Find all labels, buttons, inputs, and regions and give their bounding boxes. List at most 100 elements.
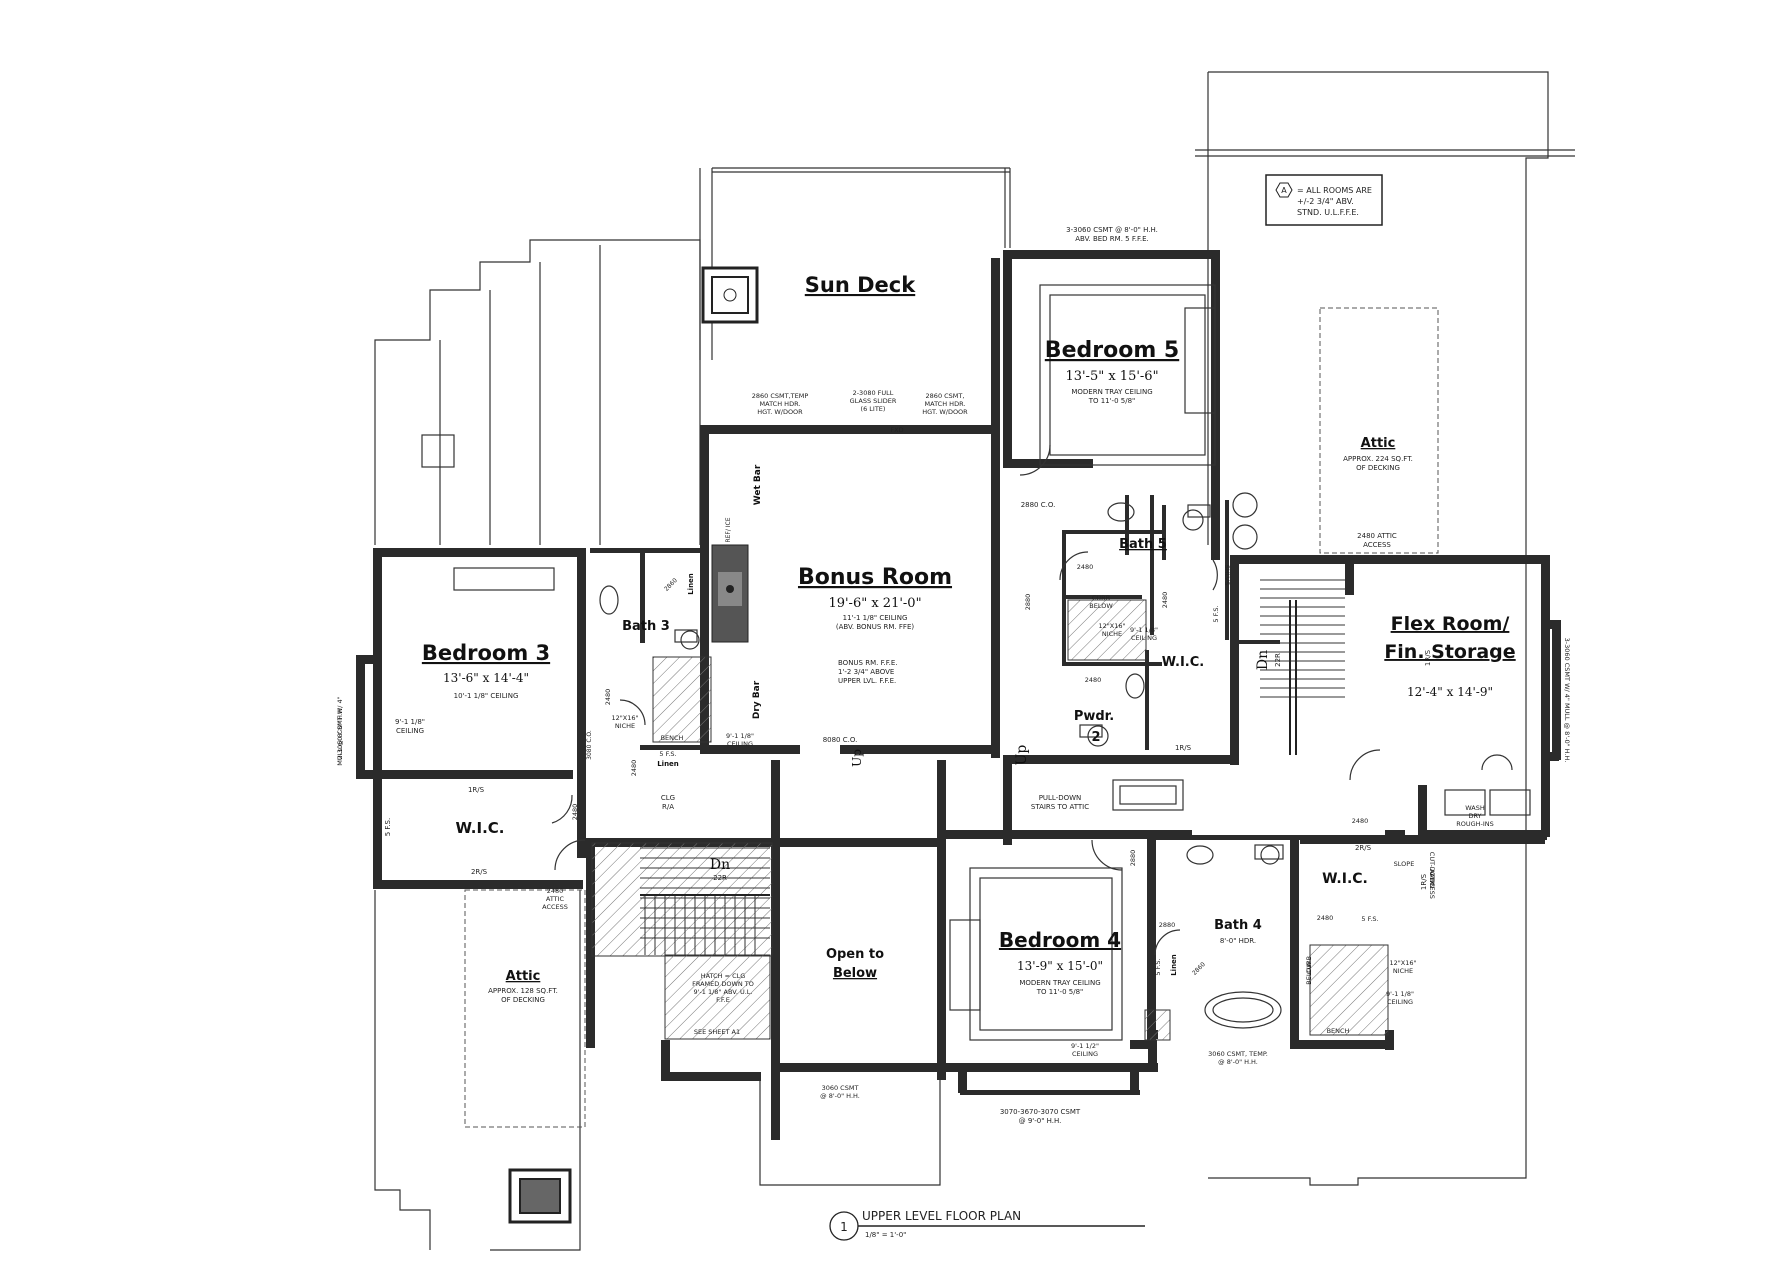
svg-text:FRAMED DOWN TO: FRAMED DOWN TO — [692, 980, 754, 988]
bedroom5-label: Bedroom 5 — [1045, 338, 1179, 363]
bonus-room-label: Bonus Room — [798, 565, 952, 590]
svg-text:2860: 2860 — [1191, 961, 1207, 977]
roof-outlines — [374, 71, 1575, 1251]
svg-text:5 F.S.: 5 F.S. — [1154, 958, 1162, 975]
svg-text:1R/S: 1R/S — [1175, 744, 1192, 752]
svg-text:2860: 2860 — [663, 577, 679, 593]
svg-text:CEILING: CEILING — [1131, 634, 1157, 642]
svg-text:Up: Up — [1014, 745, 1030, 766]
stair-hatch — [591, 599, 1389, 1041]
svg-text:ABV. BED RM. 5 F.F.E.: ABV. BED RM. 5 F.F.E. — [1075, 235, 1149, 243]
svg-text:BONUS RM. F.F.E.: BONUS RM. F.F.E. — [838, 659, 897, 667]
svg-text:2480: 2480 — [1085, 676, 1102, 684]
svg-text:UPPER LVL. F.F.E.: UPPER LVL. F.F.E. — [838, 677, 896, 685]
svg-text:2880 C.O.: 2880 C.O. — [1021, 501, 1056, 509]
svg-text:2880: 2880 — [1159, 921, 1176, 929]
svg-text:2480: 2480 — [630, 760, 638, 777]
svg-text:GLASS SLIDER: GLASS SLIDER — [850, 397, 897, 405]
bedroom3-dim: 13'-6" x 14'-4" — [443, 671, 529, 685]
svg-text:2R/S: 2R/S — [471, 868, 488, 876]
bath5-label: Bath 5 — [1119, 537, 1167, 552]
svg-text:12"X16": 12"X16" — [1099, 622, 1126, 630]
flex-room-dim: 12'-4" x 14'-9" — [1407, 685, 1493, 699]
svg-text:Wet Bar: Wet Bar — [753, 464, 763, 505]
svg-text:(ABV. BONUS RM. FFE): (ABV. BONUS RM. FFE) — [836, 623, 914, 631]
bath4-label: Bath 4 — [1214, 918, 1262, 933]
pwdr-number: 2 — [1091, 730, 1100, 745]
legend-line-1: = ALL ROOMS ARE — [1297, 186, 1372, 195]
flex-room-label-1: Flex Room/ — [1391, 613, 1510, 635]
svg-text:MULL @ 8'-0" H.H.: MULL @ 8'-0" H.H. — [336, 706, 344, 765]
svg-text:9'-1 1/2": 9'-1 1/2" — [1071, 1042, 1099, 1050]
bedroom4-label: Bedroom 4 — [999, 928, 1121, 952]
svg-text:MODERN TRAY CEILING: MODERN TRAY CEILING — [1019, 979, 1100, 987]
svg-text:2-3080 FULL: 2-3080 FULL — [853, 389, 894, 397]
svg-text:Linen: Linen — [687, 573, 695, 595]
svg-text:22R: 22R — [1274, 653, 1282, 667]
wic5-label: W.I.C. — [1162, 655, 1204, 670]
svg-text:MATCH HDR.: MATCH HDR. — [925, 400, 966, 408]
svg-text:@ 8'-0" H.H.: @ 8'-0" H.H. — [1218, 1058, 1258, 1066]
bonus-room-dim: 19'-6" x 21'-0" — [828, 596, 921, 611]
svg-text:(6 LITE): (6 LITE) — [861, 405, 886, 413]
svg-text:CURB: CURB — [1305, 956, 1313, 974]
pwdr-label: Pwdr. — [1074, 709, 1114, 724]
bedroom4-dim: 13'-9" x 15'-0" — [1017, 959, 1103, 973]
legend-line-3: STND. U.L.F.F.E. — [1297, 208, 1359, 217]
svg-text:2R/S: 2R/S — [1355, 844, 1372, 852]
svg-text:Linen: Linen — [657, 760, 679, 768]
legend-box: A = ALL ROOMS ARE +/-2 3/4" ABV. STND. U… — [1265, 174, 1383, 226]
svg-text:9'-1 1/8": 9'-1 1/8" — [1130, 626, 1158, 634]
column-bottom — [508, 1168, 572, 1224]
svg-text:2480: 2480 — [604, 689, 612, 706]
svg-text:8080 C.O.: 8080 C.O. — [823, 736, 858, 744]
svg-text:CUT-DOWN: CUT-DOWN — [1428, 852, 1436, 889]
svg-text:1'-2 3/4" ABOVE: 1'-2 3/4" ABOVE — [838, 668, 894, 676]
svg-text:11'-1 1/8" CEILING: 11'-1 1/8" CEILING — [843, 614, 908, 622]
svg-text:@ 9'-0" H.H.: @ 9'-0" H.H. — [1019, 1117, 1062, 1125]
svg-text:ROUGH-INS: ROUGH-INS — [1456, 820, 1494, 828]
svg-text:SEE SHEET A1: SEE SHEET A1 — [694, 1028, 740, 1036]
flex-room-label-2: Fin. Storage — [1384, 641, 1515, 663]
svg-text:2480 ATTIC: 2480 ATTIC — [1357, 532, 1397, 540]
svg-text:@ 8'-0" H.H.: @ 8'-0" H.H. — [820, 1092, 860, 1100]
svg-text:BELOW: BELOW — [1089, 602, 1113, 610]
svg-text:12"X16": 12"X16" — [1390, 959, 1417, 967]
svg-text:9'-1 1/8": 9'-1 1/8" — [726, 732, 754, 740]
svg-text:2480: 2480 — [547, 887, 564, 895]
svg-text:9'-1 1/8": 9'-1 1/8" — [395, 718, 425, 726]
svg-text:REF/ ICE: REF/ ICE — [725, 517, 732, 542]
plan-title: 1 UPPER LEVEL FLOOR PLAN 1/8" = 1'-0" — [829, 1209, 1145, 1241]
fixtures — [453, 284, 1531, 1041]
attic-right-label: Attic — [1361, 436, 1396, 451]
bedroom5-dim: 13'-5" x 15'-6" — [1065, 369, 1158, 384]
legend-line-2: +/-2 3/4" ABV. — [1297, 197, 1354, 206]
title-scale: 1/8" = 1'-0" — [865, 1231, 906, 1239]
svg-text:CEILING: CEILING — [396, 727, 424, 735]
open-below-label-2: Below — [833, 966, 877, 981]
legend-symbol: A — [1281, 186, 1287, 195]
sun-deck-label: Sun Deck — [805, 273, 916, 297]
svg-text:12"X16": 12"X16" — [612, 714, 639, 722]
svg-text:DRY: DRY — [1468, 812, 1481, 820]
svg-text:FXD: FXD — [890, 426, 903, 434]
svg-text:5 F.S.: 5 F.S. — [1212, 605, 1220, 622]
svg-text:MATCH HDR.: MATCH HDR. — [760, 400, 801, 408]
svg-text:HATCH = CLG: HATCH = CLG — [701, 972, 746, 980]
svg-text:3060 CSMT: 3060 CSMT — [822, 1084, 859, 1092]
svg-text:2480: 2480 — [1077, 563, 1094, 571]
svg-text:2480: 2480 — [571, 804, 579, 821]
svg-text:Dry Bar: Dry Bar — [752, 680, 762, 719]
svg-text:MODERN TRAY CEILING: MODERN TRAY CEILING — [1071, 388, 1152, 396]
bedroom3-label: Bedroom 3 — [422, 641, 550, 665]
svg-text:5 F.S.: 5 F.S. — [659, 750, 676, 758]
svg-text:NICHE: NICHE — [1102, 630, 1122, 638]
wic4-label: W.I.C. — [1322, 871, 1368, 887]
svg-text:5 F.S.: 5 F.S. — [1361, 915, 1378, 923]
svg-text:3080 C.O.: 3080 C.O. — [586, 730, 593, 760]
attic-left-label: Attic — [506, 969, 541, 984]
svg-text:9'-1 1/8": 9'-1 1/8" — [1386, 990, 1414, 998]
svg-text:ATTIC: ATTIC — [546, 895, 565, 903]
